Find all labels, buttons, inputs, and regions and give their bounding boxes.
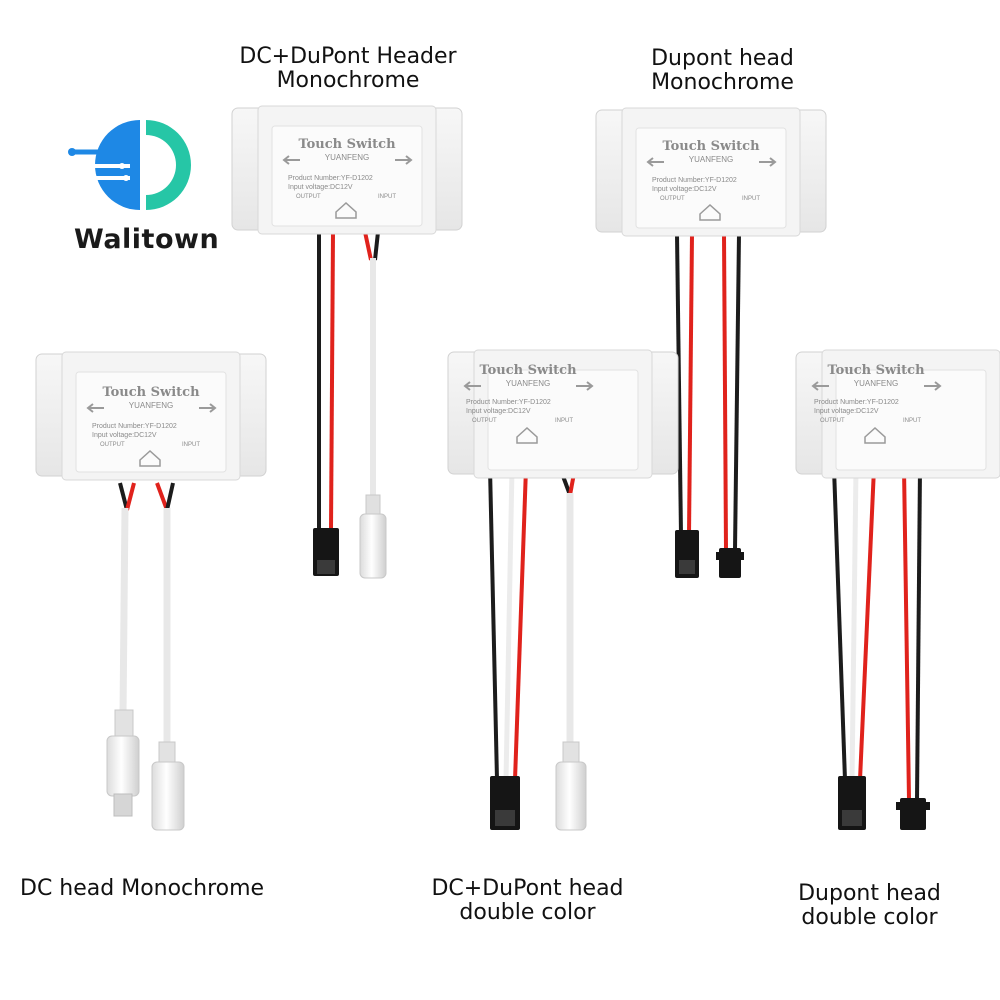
- module-title: Touch Switch: [298, 137, 396, 152]
- module-output: OUTPUT: [820, 418, 845, 424]
- caption-line: Monochrome: [276, 68, 420, 93]
- module-maker: YUANFENG: [854, 379, 898, 388]
- module-input: INPUT: [742, 196, 760, 202]
- module-output: OUTPUT: [100, 442, 125, 448]
- module-maker: YUANFENG: [129, 401, 173, 410]
- module-arrow-icons: [86, 155, 942, 413]
- module-voltage: Input voltage:DC12V: [466, 408, 531, 415]
- module-title: Touch Switch: [827, 363, 925, 378]
- caption-p3: DC head Monochrome: [20, 877, 310, 901]
- module-voltage: Input voltage:DC12V: [288, 184, 353, 191]
- module-product: Product Number:YF-D1202: [814, 399, 899, 406]
- caption-line: double color: [801, 905, 938, 930]
- module-product: Product Number:YF-D1202: [652, 177, 737, 184]
- product-dc-dupont-double-color: [447, 349, 679, 831]
- caption-line: Dupont head: [798, 881, 941, 906]
- module-voltage: Input voltage:DC12V: [92, 432, 157, 439]
- module-voltage: Input voltage:DC12V: [814, 408, 879, 415]
- caption-p5: Dupont head double color: [782, 882, 957, 930]
- caption-line: DC+DuPont head: [431, 876, 624, 901]
- module-product: Product Number:YF-D1202: [466, 399, 551, 406]
- module-house-icons: [139, 201, 886, 467]
- product-dc-dupont-monochrome: [231, 105, 463, 579]
- module-input: INPUT: [903, 418, 921, 424]
- caption-line: DC head Monochrome: [20, 876, 265, 901]
- caption-line: Dupont head: [651, 46, 794, 71]
- module-title: Touch Switch: [102, 385, 200, 400]
- module-maker: YUANFENG: [506, 379, 550, 388]
- walitown-logo-icon: [68, 120, 191, 210]
- product-dupont-double-color: [795, 349, 1000, 830]
- module-input: INPUT: [182, 442, 200, 448]
- caption-p1: DC+DuPont Header Monochrome: [228, 45, 468, 93]
- module-title: Touch Switch: [662, 139, 760, 154]
- brand-name: Walitown: [74, 224, 220, 255]
- module-product: Product Number:YF-D1202: [288, 175, 373, 182]
- module-title: Touch Switch: [479, 363, 577, 378]
- caption-line: DC+DuPont Header: [239, 44, 457, 69]
- module-product: Product Number:YF-D1202: [92, 423, 177, 430]
- module-maker: YUANFENG: [325, 153, 369, 162]
- product-dc-head-monochrome: [35, 351, 267, 831]
- module-input: INPUT: [378, 194, 396, 200]
- module-output: OUTPUT: [472, 418, 497, 424]
- module-input: INPUT: [555, 418, 573, 424]
- caption-p2: Dupont head Monochrome: [610, 47, 835, 95]
- module-maker: YUANFENG: [689, 155, 733, 164]
- caption-p4: DC+DuPont head double color: [415, 877, 640, 925]
- module-output: OUTPUT: [660, 196, 685, 202]
- caption-line: double color: [459, 900, 596, 925]
- module-output: OUTPUT: [296, 194, 321, 200]
- module-labels: Touch Switch YUANFENG Product Number:YF-…: [92, 137, 925, 448]
- caption-line: Monochrome: [651, 70, 794, 95]
- product-dupont-monochrome: [595, 107, 827, 578]
- module-voltage: Input voltage:DC12V: [652, 186, 717, 193]
